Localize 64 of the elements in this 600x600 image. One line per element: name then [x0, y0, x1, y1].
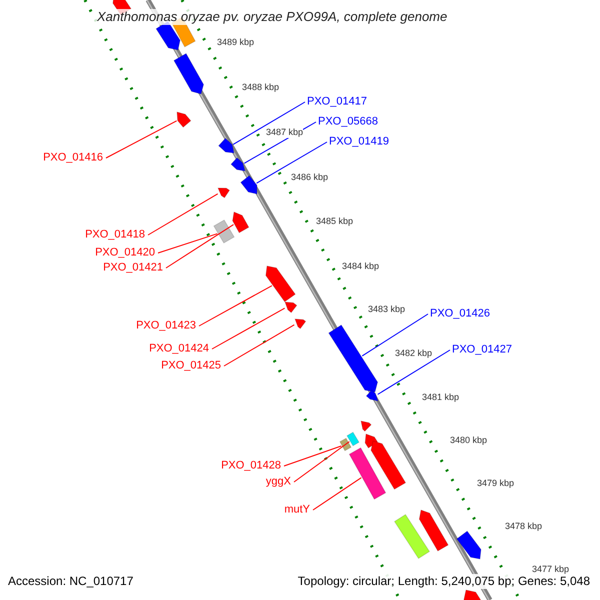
gene-feature — [360, 420, 372, 432]
gene-feature — [217, 188, 230, 198]
position-label: 3479 kbp — [477, 478, 514, 489]
gene-label: PXO_01426 — [430, 308, 490, 320]
gene-feature — [173, 52, 204, 94]
position-label: 3486 kbp — [291, 172, 328, 183]
leader-line — [312, 477, 362, 510]
gene-feature — [265, 266, 296, 302]
leader-line — [148, 193, 218, 236]
position-label: 3477 kbp — [532, 564, 570, 575]
gene-feature — [213, 219, 235, 244]
gene-feature — [232, 211, 250, 234]
gene-feature — [240, 175, 258, 194]
gene-feature — [456, 530, 482, 560]
gene-feature — [394, 514, 430, 560]
gene-label: PXO_01427 — [452, 344, 512, 356]
gene-label: PXO_01423 — [136, 320, 196, 332]
gene-feature — [370, 440, 406, 490]
leader-line — [224, 324, 295, 366]
gene-label: PXO_01418 — [85, 228, 145, 242]
gene-label: PXO_01416 — [43, 152, 103, 164]
position-label: 3489 kbp — [217, 37, 254, 48]
leader-line — [232, 102, 306, 145]
gene-feature — [339, 438, 352, 452]
leader-line — [212, 308, 286, 350]
leader-line — [256, 142, 328, 184]
gene-label: PXO_01424 — [149, 342, 209, 356]
gene-feature — [418, 509, 449, 552]
position-label: 3480 kbp — [450, 435, 488, 446]
gene-feature — [348, 447, 386, 500]
gene-feature — [366, 389, 379, 402]
gene-feature — [346, 432, 360, 446]
leader-line — [106, 120, 178, 158]
gene-label: mutY — [284, 504, 310, 516]
leader-line — [284, 445, 342, 466]
position-label: 3484 kbp — [342, 261, 380, 272]
position-label: 3488 kbp — [242, 82, 280, 93]
leader-line — [294, 441, 350, 482]
gene-label: PXO_01420 — [95, 246, 155, 260]
accession-text: Accession: NC_010717 — [8, 574, 134, 589]
gene-feature — [218, 138, 234, 154]
leader-line — [362, 314, 428, 356]
leader-line — [377, 350, 450, 395]
gene-feature — [328, 324, 378, 392]
gene-label: PXO_01419 — [329, 136, 389, 148]
gene-label: yggX — [266, 476, 291, 488]
gene-label: PXO_01421 — [103, 262, 163, 274]
gene-label: PXO_01417 — [307, 96, 367, 108]
gene-label: PXO_01428 — [221, 460, 281, 472]
position-label: 3478 kbp — [505, 521, 542, 532]
position-label: 3487 kbp — [266, 127, 304, 138]
position-label: 3485 kbp — [316, 216, 354, 227]
leader-line — [166, 224, 234, 268]
gene-feature — [176, 111, 192, 128]
position-label: 3483 kbp — [368, 304, 406, 315]
gene-label: PXO_05668 — [318, 116, 378, 128]
genome-summary: Topology: circular; Length: 5,240,075 bp; Genes: 5,048 — [298, 574, 590, 589]
gene-label: PXO_01425 — [161, 360, 221, 372]
leader-line — [198, 285, 272, 326]
gene-feature — [230, 157, 246, 172]
position-label: 3482 kbp — [395, 348, 432, 359]
position-label: 3481 kbp — [422, 392, 460, 403]
gene-feature — [294, 318, 306, 330]
leader-line — [158, 233, 218, 254]
